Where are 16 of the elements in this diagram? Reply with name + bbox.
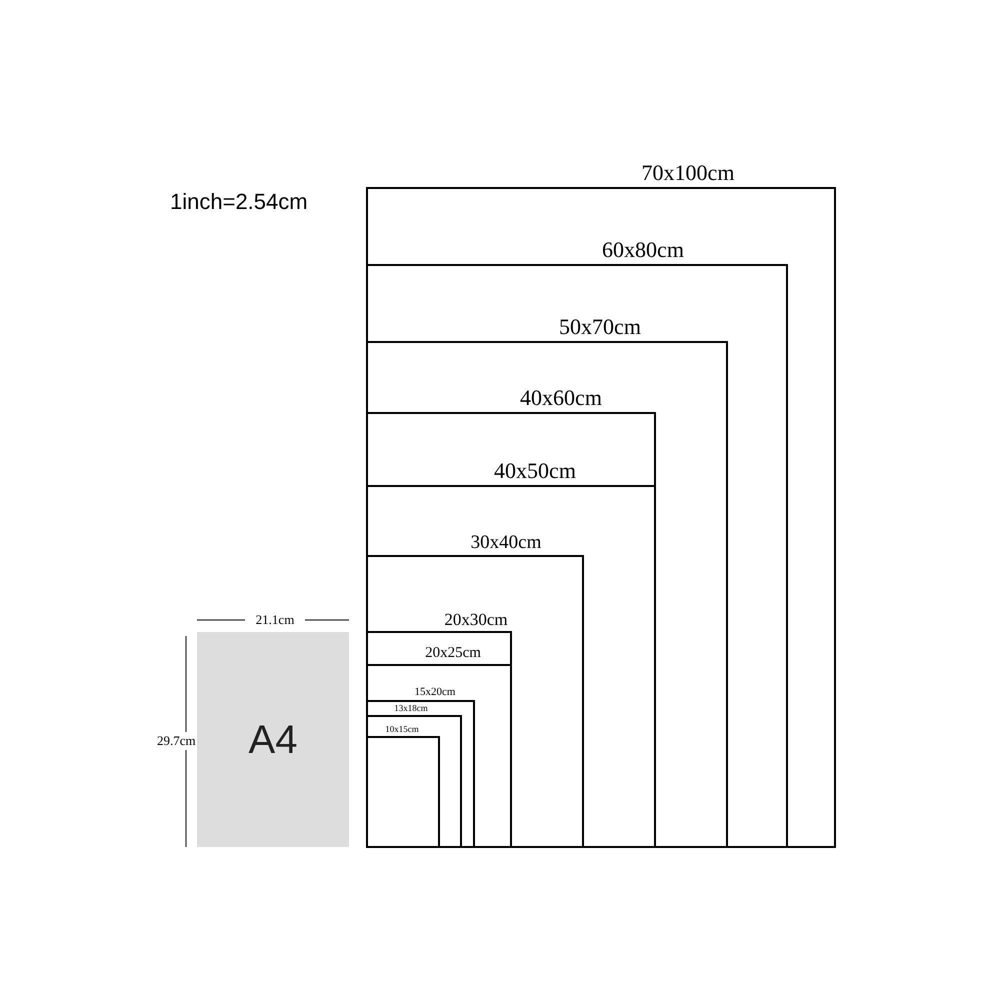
size-label: 13x18cm (394, 704, 428, 715)
paper-size-label: A4 (248, 720, 298, 760)
a4-sheet (197, 632, 349, 847)
size-label: 20x30cm (444, 611, 508, 631)
size-label: 30x40cm (470, 533, 542, 555)
size-label: 60x80cm (602, 239, 684, 264)
size-label: 15x20cm (414, 687, 456, 700)
conversion-note: 1inch=2.54cm (170, 191, 308, 213)
dimension-label: 21.1cm (254, 613, 296, 626)
size-label: 20x25cm (425, 646, 481, 663)
size-label: 40x50cm (494, 460, 576, 485)
size-label: 50x70cm (559, 316, 641, 341)
size-label: 70x100cm (642, 162, 734, 187)
size-label: 40x60cm (520, 387, 602, 412)
dimension-label: 29.7cm (157, 734, 196, 747)
size-label: 10x15cm (385, 725, 419, 736)
